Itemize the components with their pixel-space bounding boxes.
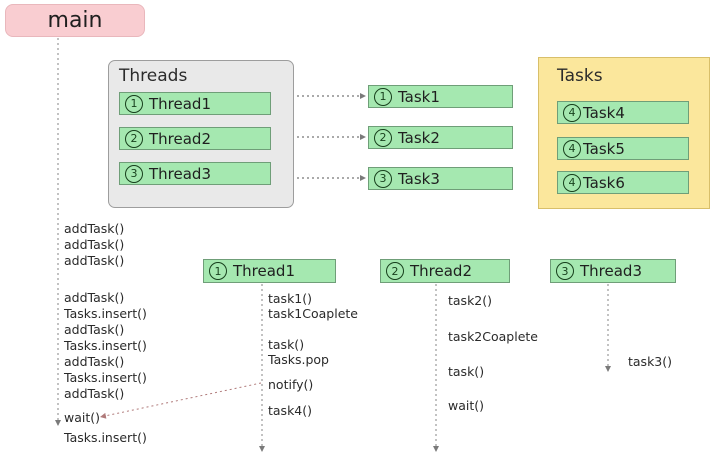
thread-item-label: Thread1 [149, 94, 211, 113]
task-box-3[interactable]: 3 Task3 [368, 167, 513, 190]
call-label: Tasks.insert() [64, 370, 147, 385]
call-label: Tasks.insert() [64, 430, 147, 445]
call-label: notify() [268, 377, 314, 392]
badge-number: 4 [563, 173, 581, 192]
main-box[interactable]: main [5, 4, 145, 37]
tasks-panel-item-label: Task6 [583, 173, 625, 192]
call-label: addTask() [64, 253, 125, 268]
tasks-panel: Tasks 4 Task4 4 Task5 4 Task6 [538, 57, 710, 209]
badge-number: 1 [209, 262, 227, 280]
call-label: task2Coaplete [448, 329, 538, 344]
call-label: Tasks.insert() [64, 338, 147, 353]
call-label: task4() [268, 403, 313, 418]
call-label: addTask() [64, 322, 125, 337]
badge-number: 2 [125, 129, 143, 148]
task-box-1[interactable]: 1 Task1 [368, 85, 513, 108]
task-box-label: Task1 [398, 87, 440, 106]
badge-number: 3 [125, 164, 143, 183]
call-label: addTask() [64, 290, 125, 305]
tasks-panel-item-5[interactable]: 4 Task5 [557, 137, 689, 160]
thread-item-3[interactable]: 3 Thread3 [119, 162, 271, 185]
threads-panel: Threads 1 Thread1 2 Thread2 3 Thread3 [108, 60, 294, 208]
tasks-panel-title: Tasks [557, 66, 603, 86]
badge-number: 4 [563, 139, 581, 158]
call-label: task2() [448, 293, 493, 308]
task-box-label: Task3 [398, 169, 440, 188]
call-label: wait() [448, 398, 485, 413]
call-label: task3() [628, 354, 673, 369]
call-label: addTask() [64, 221, 125, 236]
lane-header-thread1[interactable]: 1 Thread1 [203, 259, 336, 283]
tasks-panel-item-4[interactable]: 4 Task4 [557, 101, 689, 124]
tasks-panel-item-label: Task4 [583, 103, 625, 122]
badge-number: 1 [374, 87, 392, 106]
lane-header-label: Thread2 [410, 262, 472, 280]
thread-item-label: Thread3 [149, 164, 211, 183]
call-label: Tasks.insert() [64, 306, 147, 321]
call-label: addTask() [64, 237, 125, 252]
badge-number: 4 [563, 103, 581, 122]
task-box-2[interactable]: 2 Task2 [368, 126, 513, 149]
task-box-label: Task2 [398, 128, 440, 147]
thread-item-2[interactable]: 2 Thread2 [119, 127, 271, 150]
tasks-panel-item-6[interactable]: 4 Task6 [557, 171, 689, 194]
thread-item-1[interactable]: 1 Thread1 [119, 92, 271, 115]
lane-header-label: Thread1 [233, 262, 295, 280]
badge-number: 2 [374, 128, 392, 147]
badge-number: 2 [386, 262, 404, 280]
call-label: task() [448, 364, 485, 379]
main-box-label: main [47, 8, 103, 33]
tasks-panel-item-label: Task5 [583, 139, 625, 158]
call-label: addTask() [64, 386, 125, 401]
call-label: addTask() [64, 354, 125, 369]
lane-header-label: Thread3 [580, 262, 642, 280]
badge-number: 3 [556, 262, 574, 280]
lane-header-thread3[interactable]: 3 Thread3 [550, 259, 676, 283]
call-label: Tasks.pop [268, 352, 329, 367]
thread-item-label: Thread2 [149, 129, 211, 148]
call-label: task1() [268, 291, 313, 306]
call-label: task1Coaplete [268, 306, 358, 321]
call-label: task() [268, 337, 305, 352]
badge-number: 3 [374, 169, 392, 188]
threads-panel-title: Threads [119, 66, 188, 86]
badge-number: 1 [125, 94, 143, 113]
lane-header-thread2[interactable]: 2 Thread2 [380, 259, 510, 283]
call-label: wait() [64, 410, 101, 425]
